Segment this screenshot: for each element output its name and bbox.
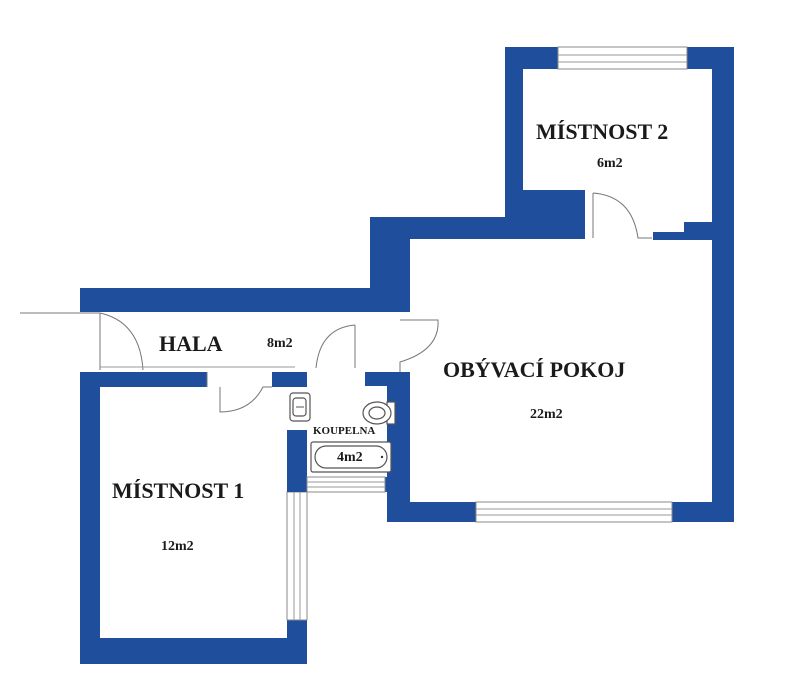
walls-mistnost-1 — [80, 372, 307, 664]
room-area-koupelna: 4m2 — [337, 450, 363, 465]
room-area-hala: 8m2 — [267, 336, 293, 351]
room-area-mistnost-2: 6m2 — [597, 156, 623, 171]
room-name-hala: HALA — [159, 331, 223, 356]
toilet-icon — [362, 401, 396, 425]
bathtub-icon — [310, 441, 392, 473]
door-obyvaci-pokoj — [399, 319, 439, 372]
window-obyvaci-pokoj — [475, 501, 673, 523]
door-mistnost-1 — [206, 372, 272, 413]
door-koupelna — [315, 324, 356, 369]
window-mistnost-2 — [557, 46, 688, 70]
room-name-obyvaci-pokoj: OBÝVACÍ POKOJ — [443, 357, 626, 382]
window-mistnost-1 — [286, 491, 308, 621]
walls-upper-step — [80, 217, 585, 312]
room-area-obyvaci-pokoj: 22m2 — [530, 407, 563, 422]
room-name-koupelna: KOUPELNA — [313, 425, 376, 437]
sink-icon — [289, 392, 311, 422]
room-name-mistnost-1: MÍSTNOST 1 — [112, 478, 245, 503]
window-koupelna — [306, 476, 386, 493]
walls-mistnost-2 — [505, 47, 734, 522]
door-entrance — [20, 312, 144, 371]
door-mistnost-2 — [592, 192, 652, 239]
room-name-mistnost-2: MÍSTNOST 2 — [536, 119, 669, 144]
room-area-mistnost-1: 12m2 — [161, 539, 194, 554]
